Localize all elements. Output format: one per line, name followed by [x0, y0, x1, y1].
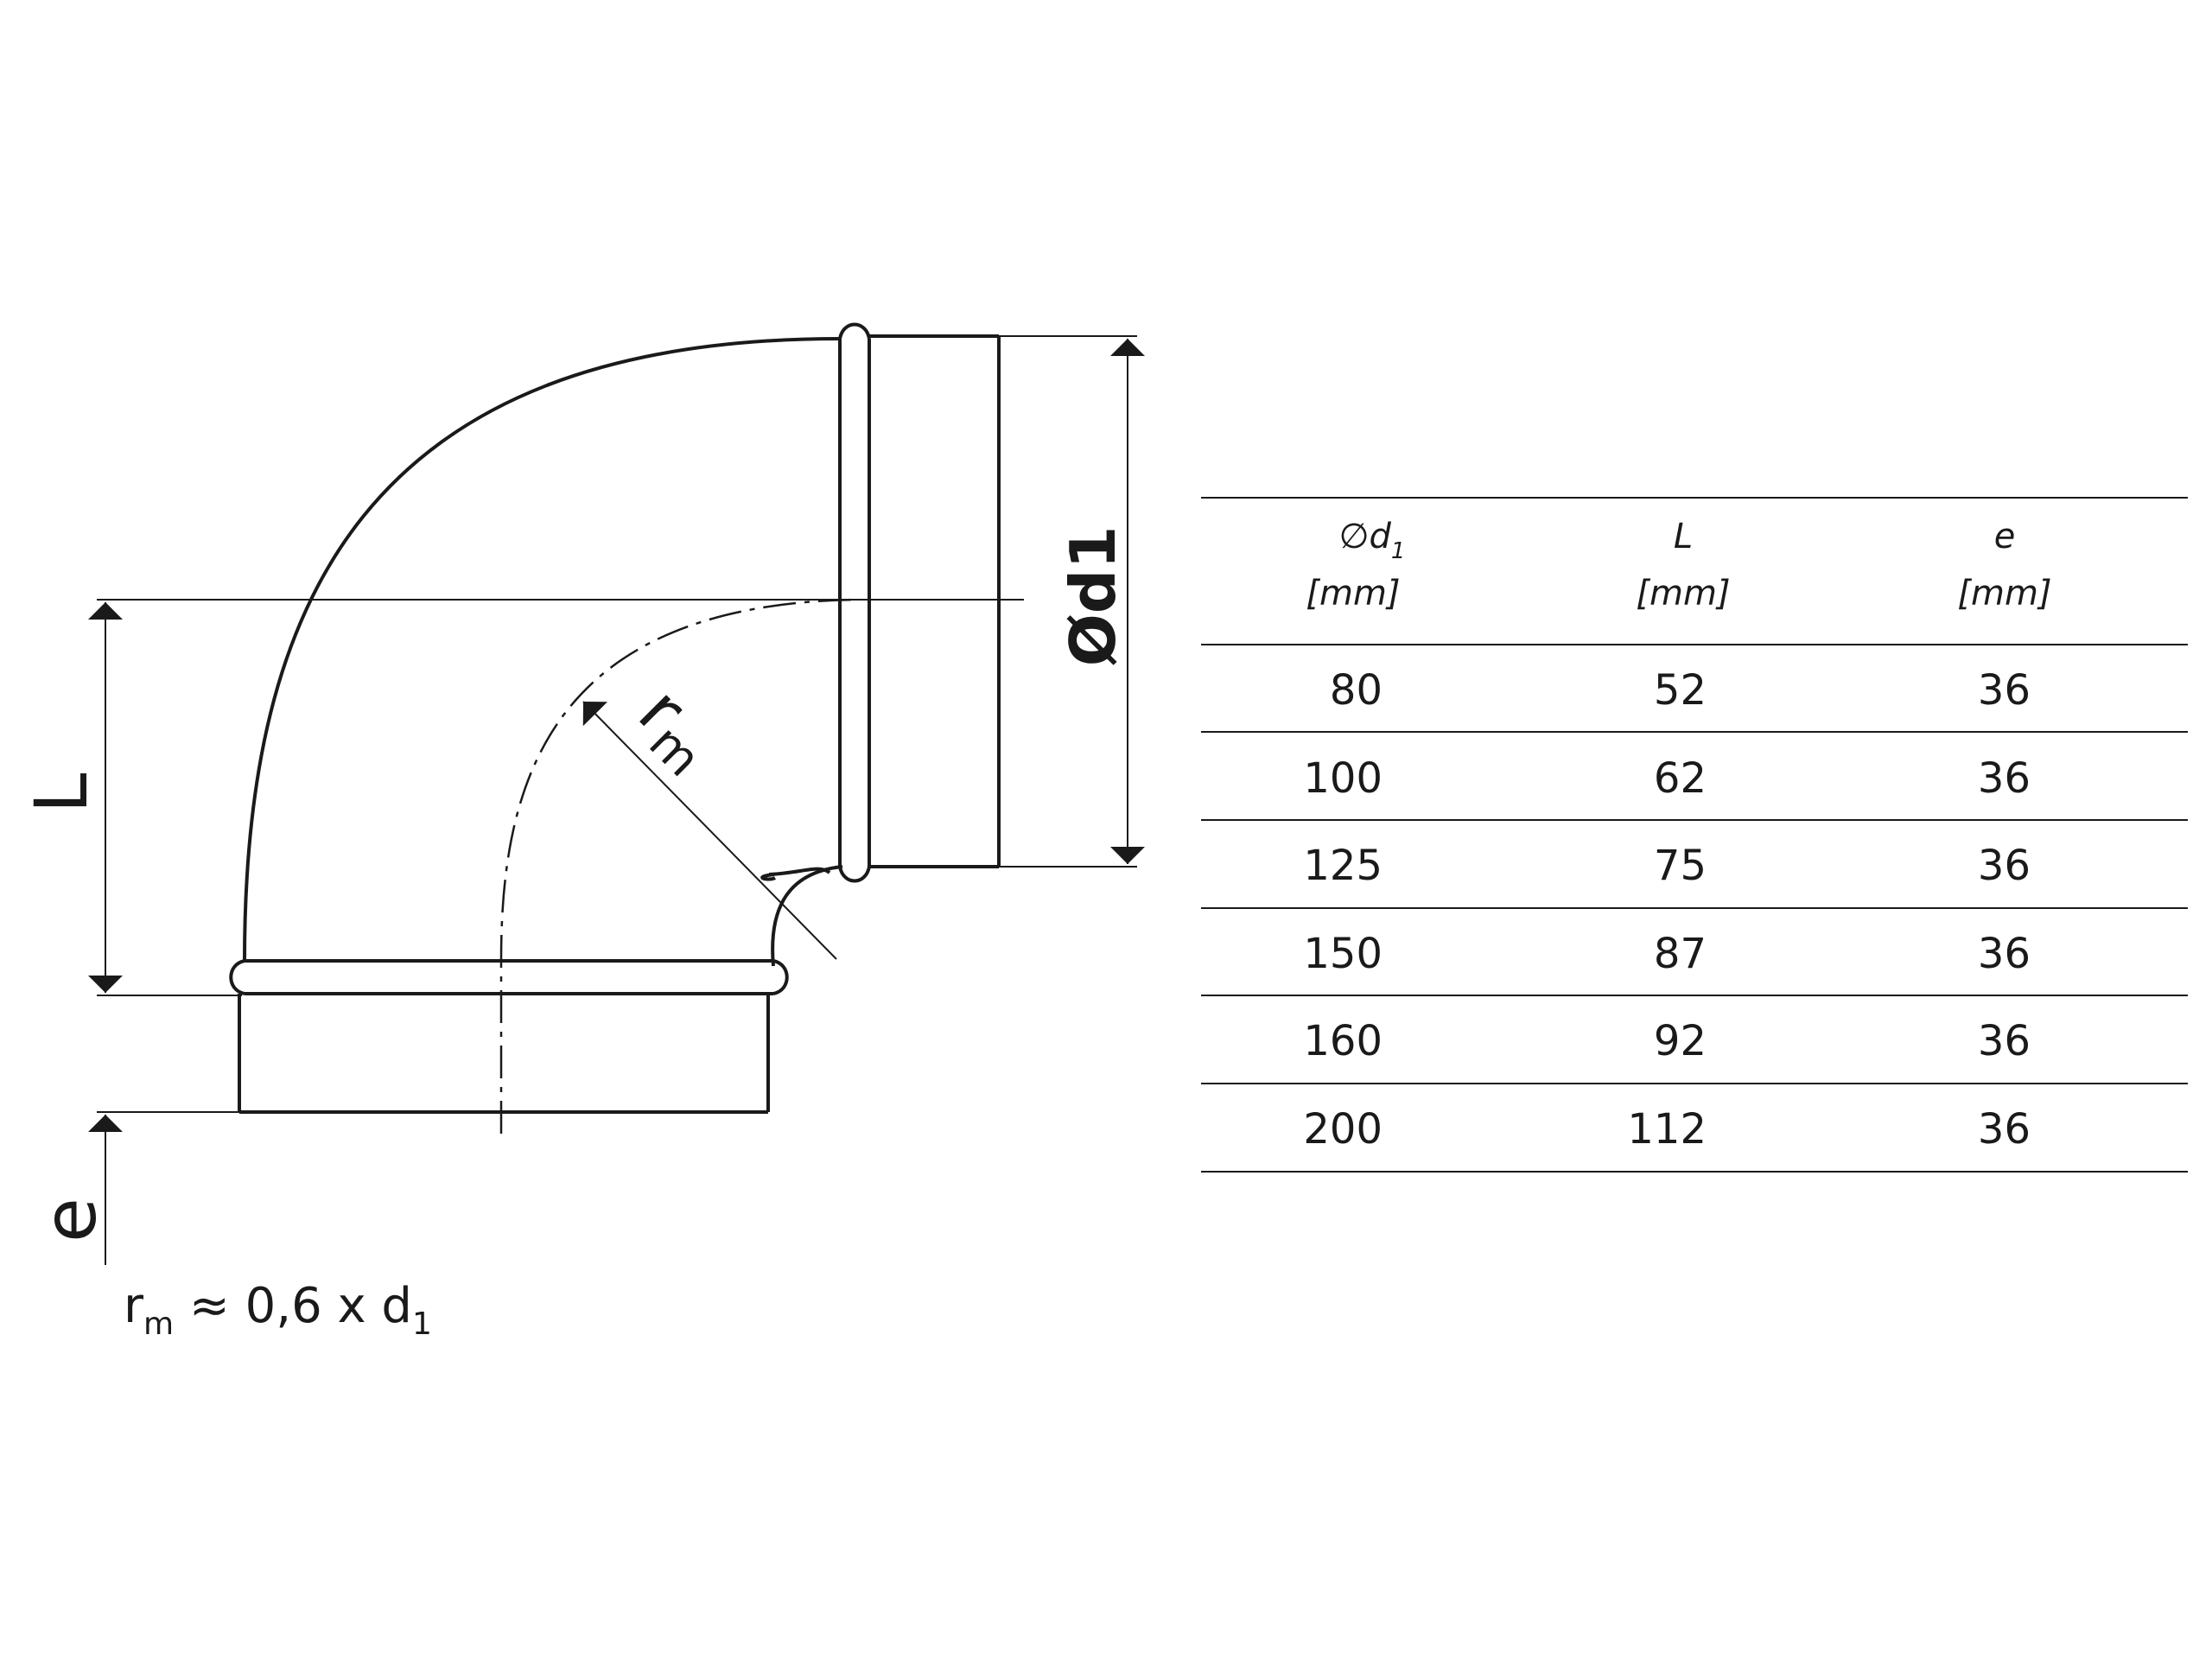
centerline: [499, 598, 856, 1134]
header-e-unit: [mm]: [1957, 574, 2051, 613]
table-row: 100 62 36: [1303, 754, 2031, 803]
header-d1-symbol: ∅d1: [1339, 517, 1406, 564]
svg-text:rm: rm: [618, 672, 734, 788]
table-row: 200 112 36: [1303, 1105, 2031, 1154]
bottom-bead: [229, 959, 789, 995]
svg-text:36: 36: [1978, 754, 2031, 803]
top-sleeve: [869, 334, 1001, 868]
length-dimension: [88, 599, 1024, 996]
svg-text:75: 75: [1654, 842, 1707, 890]
inner-bend: [771, 865, 843, 967]
table-row: 125 75 36: [1303, 842, 2031, 890]
svg-text:87: 87: [1654, 930, 1707, 978]
svg-text:92: 92: [1654, 1017, 1707, 1065]
top-bead: [838, 322, 871, 883]
diameter-label: Ød1: [1057, 526, 1129, 667]
radius-dimension: [582, 701, 837, 960]
bottom-sleeve: [238, 994, 770, 1114]
svg-text:112: 112: [1627, 1105, 1707, 1154]
elbow-outline: [243, 337, 843, 967]
svg-text:52: 52: [1654, 666, 1707, 715]
svg-text:36: 36: [1978, 930, 2031, 978]
table-row: 150 87 36: [1303, 930, 2031, 978]
table-row: 80 52 36: [1330, 666, 2031, 715]
svg-text:125: 125: [1303, 842, 1382, 890]
table-row: 160 92 36: [1303, 1017, 2031, 1065]
svg-text:80: 80: [1330, 666, 1382, 715]
dimensions-table: ∅d1 [mm] L [mm] e [mm] 80 52 36 100 62 3…: [1201, 497, 2188, 1173]
e-dimension: [88, 1111, 239, 1265]
radius-label: rm: [618, 672, 734, 788]
svg-text:36: 36: [1978, 842, 2031, 890]
svg-text:160: 160: [1303, 1017, 1382, 1065]
svg-text:36: 36: [1978, 1017, 2031, 1065]
header-e-symbol: e: [1994, 517, 2016, 556]
svg-text:62: 62: [1654, 754, 1707, 803]
svg-text:36: 36: [1978, 666, 2031, 715]
radius-formula: rm ≈ 0,6 x d1: [124, 1278, 432, 1342]
table-header: ∅d1 [mm] L [mm] e [mm]: [1306, 517, 2051, 613]
outer-curve: [243, 337, 841, 962]
table-rules: [1201, 497, 2188, 1173]
svg-text:200: 200: [1303, 1105, 1382, 1154]
header-l-unit: [mm]: [1636, 574, 1730, 613]
diameter-dimension: [999, 335, 1145, 868]
svg-text:100: 100: [1303, 754, 1382, 803]
length-label: L: [19, 772, 104, 813]
e-label: e: [28, 1198, 112, 1243]
header-d1-unit: [mm]: [1306, 574, 1400, 613]
header-l-symbol: L: [1674, 517, 1693, 556]
svg-text:36: 36: [1978, 1105, 2031, 1154]
svg-text:150: 150: [1303, 930, 1382, 978]
